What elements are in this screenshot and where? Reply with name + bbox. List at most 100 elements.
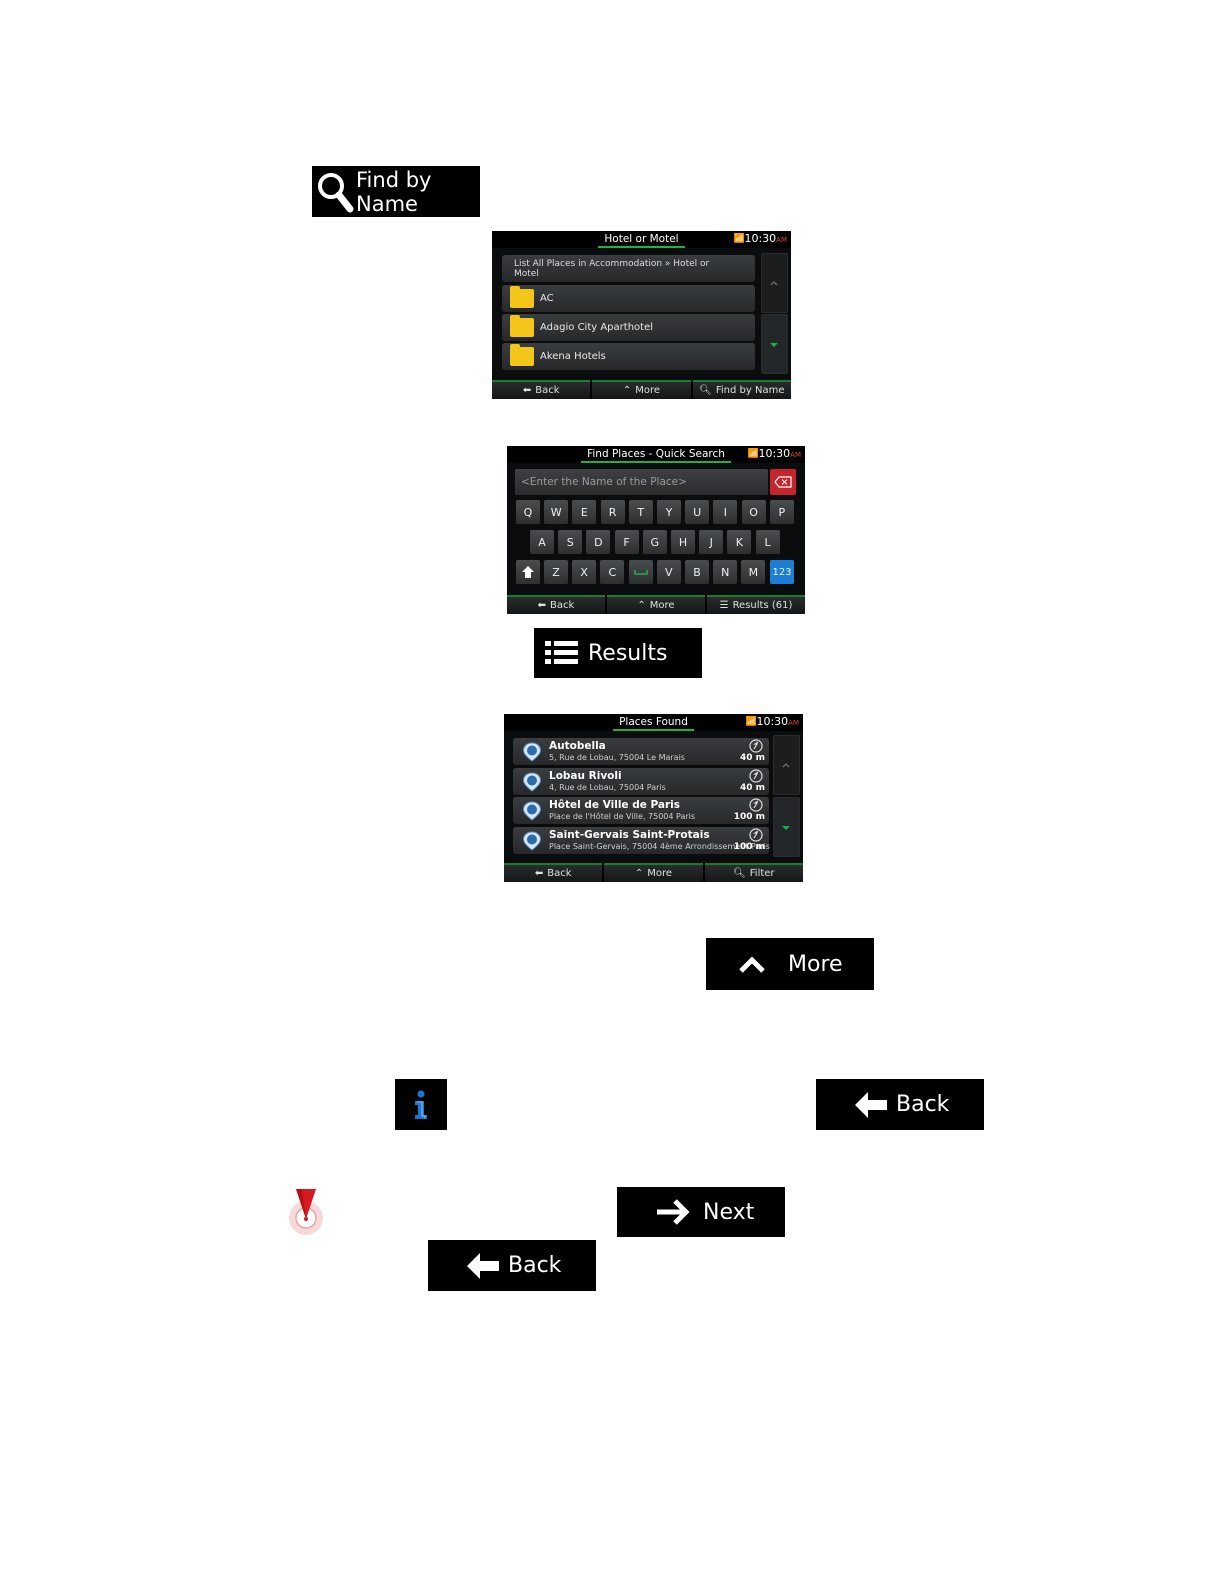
find-by-name-button[interactable]: 🔍︎Find by Name [692,380,791,399]
back-button[interactable]: ⬅Back [504,863,603,882]
key-d[interactable]: D [586,530,611,554]
place-address: 4, Rue de Lobau, 75004 Paris [549,782,666,792]
next-label: Next [703,1199,755,1225]
key-q[interactable]: Q [516,500,540,524]
key-h[interactable]: H [671,530,695,554]
bottom-bar: ⬅Back ⌃More 🔍︎Find by Name [492,380,791,399]
key-m[interactable]: M [741,560,766,584]
info-button[interactable] [395,1079,447,1130]
filter-button[interactable]: 🔍︎Filter [704,863,803,882]
list-icon: ☰ [719,600,729,611]
chevron-up-icon: ⌃ [637,600,646,611]
back-button[interactable]: Back [428,1240,596,1291]
backspace-icon [774,476,792,488]
key-r[interactable]: R [600,500,625,524]
delete-key[interactable] [770,469,796,495]
search-input[interactable]: <Enter the Name of the Place> [515,469,768,495]
bottom-bar: ⬅Back ⌃More 🔍︎Filter [504,863,803,882]
back-label: Back [896,1092,950,1117]
key-t[interactable]: T [628,500,653,524]
key-k[interactable]: K [727,530,752,554]
scroll-down-button[interactable] [761,314,788,374]
place-address: Place Saint-Gervais, 75004 4ème Arrondis… [549,841,770,851]
chevron-down-icon [770,343,778,347]
list-item[interactable]: AC [502,285,755,312]
key-v[interactable]: V [656,560,681,584]
space-key[interactable] [628,560,653,584]
next-button[interactable]: Next [617,1187,785,1237]
key-f[interactable]: F [614,530,639,554]
status-bar: Find Places - Quick Search 📶 10:30AM [507,446,805,463]
key-x[interactable]: X [572,560,597,584]
list-item[interactable]: Akena Hotels [502,343,755,370]
numeric-key[interactable]: 123 [770,560,794,584]
location-pin-icon [286,1186,326,1238]
key-y[interactable]: Y [657,500,681,524]
results-button[interactable]: Results [534,628,702,678]
more-button[interactable]: ⌃More [604,863,703,882]
list-icon [545,641,578,664]
screen-title: Places Found [613,716,694,731]
key-c[interactable]: C [600,560,625,584]
chevron-up-icon: ⌃ [634,868,644,879]
list-all-places-item[interactable]: List All Places in Accommodation » Hotel… [502,255,755,282]
scroll-up-button[interactable] [761,253,788,313]
screen-title: Hotel or Motel [598,233,685,248]
direction-icon [749,827,763,842]
shift-arrow-icon [522,566,534,578]
space-icon [633,570,648,575]
key-i[interactable]: I [713,500,738,524]
back-button[interactable]: Back [816,1079,984,1130]
church-poi-icon [522,830,542,851]
back-arrow-icon: ⬅ [537,600,547,611]
more-label: More [788,951,843,977]
info-icon [415,1090,427,1119]
key-a[interactable]: A [530,530,554,554]
key-z[interactable]: Z [544,560,568,584]
key-w[interactable]: W [544,500,569,524]
place-name: Autobella [549,740,606,752]
key-g[interactable]: G [642,530,667,554]
signal-icon: 📶 [745,717,757,727]
place-address: 5, Rue de Lobau, 75004 Le Marais [549,753,685,762]
key-u[interactable]: U [685,500,710,524]
clock: 10:30AM [744,232,787,245]
back-button[interactable]: ⬅Back [492,380,591,399]
key-s[interactable]: S [558,530,583,554]
parking-poi-icon [522,771,542,792]
list-item[interactable]: Adagio City Aparthotel [502,314,755,341]
place-distance: 40 m [739,753,765,763]
key-n[interactable]: N [713,560,738,584]
key-p[interactable]: P [769,500,794,524]
chevron-up-icon [739,956,765,973]
bus-poi-icon [522,742,542,762]
back-arrow-icon [855,1091,887,1118]
bottom-bar: ⬅Back ⌃More ☰Results (61) [507,595,805,614]
place-name: Lobau Rivoli [549,769,622,782]
magnifier-icon [318,172,354,212]
folder-icon [510,344,534,366]
results-button[interactable]: ☰Results (61) [707,595,805,614]
key-o[interactable]: O [741,500,766,524]
direction-icon [749,768,763,783]
scroll-down-button[interactable] [773,797,800,857]
direction-icon [749,739,763,753]
scroll-up-button[interactable] [773,735,800,795]
more-button[interactable]: ⌃More [592,380,691,399]
key-b[interactable]: B [685,560,709,584]
back-button[interactable]: ⬅Back [507,595,605,614]
more-button[interactable]: More [706,938,874,990]
find-by-name-button[interactable]: Find by Name [312,166,480,217]
more-button[interactable]: ⌃More [607,595,705,614]
shift-key[interactable] [516,560,540,584]
key-e[interactable]: E [572,500,597,524]
search-placeholder: <Enter the Name of the Place> [521,476,687,488]
back-arrow-icon: ⬅ [534,868,544,879]
key-j[interactable]: J [699,530,724,554]
key-l[interactable]: L [755,530,780,554]
clock: 10:30AM [758,447,801,460]
